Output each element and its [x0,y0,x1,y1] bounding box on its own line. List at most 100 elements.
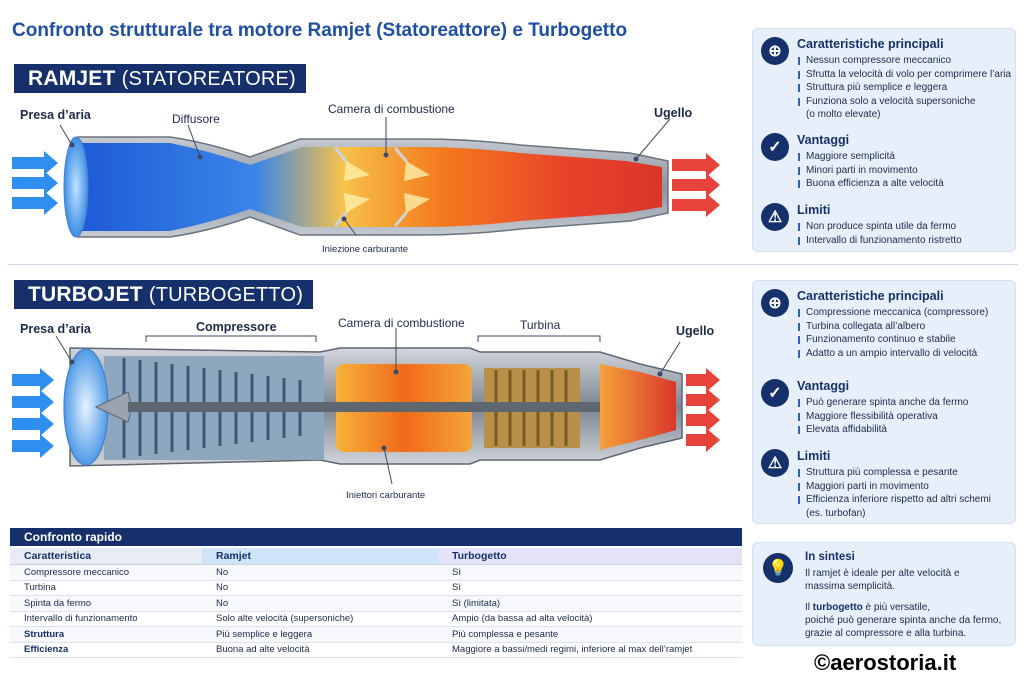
turbojet-label-fuel: Iniettori carburante [346,490,426,501]
table-cell: Solo alte velocità (supersoniche) [202,611,438,627]
comparison-title: Confronto rapido [10,528,742,546]
ramjet-diagram [12,117,720,238]
list-note: (o molto elevate) [806,109,881,120]
table-cell: Ampio (da bassa ad alta velocità) [438,611,742,627]
lightbulb-icon: 💡 [763,553,793,583]
table-header-row: Caratteristica Ramjet Turbogetto [10,548,742,565]
comparison-table: Caratteristica Ramjet Turbogetto Compres… [10,548,742,658]
turbojet-info-panel: ⊕ Caratteristiche principali Compression… [752,280,1016,524]
table-header: Caratteristica [10,548,202,565]
table-cell: No [202,595,438,612]
list-item: Sfrutta la velocità di volo per comprime… [797,68,1011,82]
list-item: Funzionamento continuo e stabile [797,333,988,347]
table-cell: Turbina [10,580,202,596]
table-cell: Struttura [10,626,202,643]
list-item: Maggiore semplicità [797,150,944,164]
turbojet-label-compressor: Compressore [196,320,277,334]
table-cell: Sì (limitata) [438,595,742,612]
ramjet-outflow-arrows [672,153,720,217]
list-item: Non produce spinta utile da fermo [797,220,962,234]
ramjet-features-title: Caratteristiche principali [797,37,944,51]
list-item: Intervallo di funzionamento ristretto [797,234,962,248]
turbojet-label-intake: Presa d’aria [20,322,91,336]
ramjet-leader-lines [59,117,671,236]
crosshair-icon: ⊕ [761,289,789,317]
list-item: Nessun compressore meccanico [797,54,1011,68]
list-item: Maggiore flessibilità operativa [797,410,968,424]
check-circle-icon: ✓ [761,379,789,407]
ramjet-flow [82,143,662,231]
summary-line: grazie al compressore e alla turbina. [805,628,967,639]
summary-line: Il turbogetto è più versatile, [805,601,930,614]
turbojet-name-sub: (TURBOGETTO) [148,284,304,306]
table-cell: Buona ad alte velocità [202,642,438,658]
ramjet-info-panel: ⊕ Caratteristiche principali Nessun comp… [752,28,1016,252]
turbojet-label-nozzle: Ugello [676,324,715,338]
turbojet-name: TURBOJET [28,283,143,306]
turbojet-label-combustion: Camera di combustione [338,316,465,330]
turbojet-inflow-arrows [12,368,54,458]
turbojet-limits-title: Limiti [797,449,831,463]
list-note: (es. turbofan) [806,507,866,519]
table-cell: Più semplice e leggera [202,626,438,643]
check-circle-icon: ✓ [761,133,789,161]
list-item: Turbina collegata all’albero [797,320,988,334]
list-item: Compressione meccanica (compressore) [797,306,988,320]
table-header: Turbogetto [438,548,742,565]
turbojet-shaft [128,402,602,412]
turbojet-outflow-arrows [686,368,720,452]
turbojet-features-title: Caratteristiche principali [797,289,944,303]
credit-watermark: ©aerostoria.it [814,650,957,675]
table-cell: No [202,564,438,581]
ramjet-name: RAMJET [28,67,116,90]
summary-title: In sintesi [805,551,855,563]
list-item: Efficienza inferiore rispetto ad altri s… [797,493,991,507]
turbojet-label-turbine: Turbina [520,318,561,332]
turbojet-section-brackets [145,335,601,342]
ramjet-label-intake: Presa d’aria [20,108,91,122]
ramjet-section-label: RAMJET (STATOREATORE) [14,64,306,93]
ramjet-label-fuel: Iniezione carburante [322,244,409,255]
summary-text: Il [805,602,813,613]
table-row: Struttura Più semplice e leggera Più com… [10,626,742,643]
turbojet-diagram [12,328,720,485]
summary-line: poiché può generare spinta anche da ferm… [805,615,1002,626]
summary-line: massima semplicità. [805,581,896,592]
summary-text: è più versatile, [862,602,931,613]
table-header: Ramjet [202,548,438,565]
list-item: Elevata affidabilità [797,423,968,437]
table-cell: Intervallo di funzionamento [10,611,202,627]
crosshair-icon: ⊕ [761,37,789,65]
table-cell: Sì [438,580,742,596]
list-item: Maggiori parti in movimento [797,480,991,494]
ramjet-limits-title: Limiti [797,203,831,217]
summary-box: 💡 In sintesi Il ramjet è ideale per alte… [752,542,1016,646]
table-row: Turbina No Sì [10,580,742,596]
turbojet-advantages-title: Vantaggi [797,379,850,393]
ramjet-name-sub: (STATOREATORE) [121,68,296,90]
table-cell: Sì [438,564,742,581]
ramjet-label-combustion: Camera di combustione [328,102,455,116]
ramjet-inflow-arrows [12,151,58,215]
list-item: Buona efficienza a alte velocità [797,177,944,191]
list-item: Struttura più complessa e pesante [797,466,991,480]
ramjet-label-diffuser: Diffusore [172,112,220,126]
list-item: Struttura più semplice e leggera [797,81,1011,95]
list-item: Può generare spinta anche da fermo [797,396,968,410]
list-item: Adatto a un ampio intervallo di velocità [797,347,988,361]
table-row: Compressore meccanico No Sì [10,564,742,581]
summary-emphasis: turbogetto [812,602,863,613]
table-cell: No [202,580,438,596]
warning-triangle-icon: ⚠ [761,203,789,231]
section-divider [8,264,1018,265]
turbojet-section-label: TURBOJET (TURBOGETTO) [14,280,314,309]
table-cell: Maggiore a bassi/medi regimi, inferiore … [438,642,742,658]
table-cell: Più complessa e pesante [438,626,742,643]
summary-line: Il ramjet è ideale per alte velocità e [805,568,960,579]
turbojet-leader-lines [55,328,681,485]
table-row: Intervallo di funzionamento Solo alte ve… [10,611,742,627]
table-row: Spinta da fermo No Sì (limitata) [10,595,742,612]
table-cell: Compressore meccanico [10,564,202,581]
list-item: Minori parti in movimento [797,164,944,178]
list-item: Funziona solo a velocità supersoniche [797,95,1011,109]
